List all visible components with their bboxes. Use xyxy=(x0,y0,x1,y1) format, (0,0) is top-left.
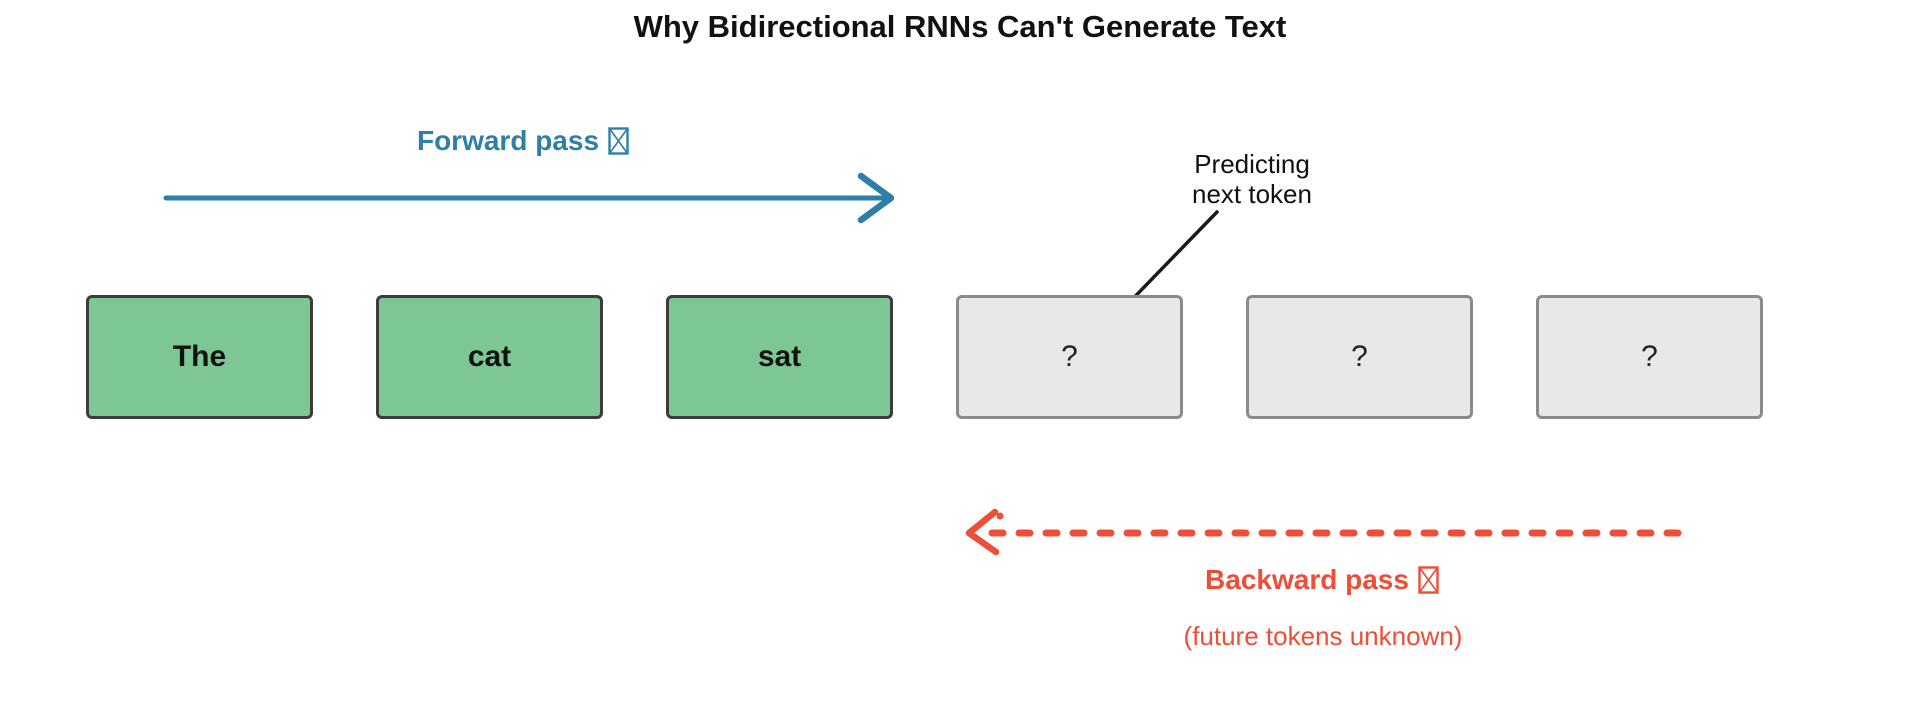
token-label: sat xyxy=(757,340,802,373)
page-title: Why Bidirectional RNNs Can't Generate Te… xyxy=(633,9,1287,44)
backward-arrowhead xyxy=(965,508,1000,556)
token-label: cat xyxy=(467,340,512,373)
backward-pass-label: Backward pass xyxy=(1122,563,1522,597)
forward-arrowhead xyxy=(857,172,895,224)
missing-emoji-glyph-icon xyxy=(1418,566,1439,594)
annotation-line-2: next token xyxy=(1192,179,1312,209)
token-box-the: The xyxy=(86,295,313,419)
token-box-cat: cat xyxy=(376,295,603,419)
forward-pass-arrow xyxy=(163,172,895,224)
token-box-sat: sat xyxy=(666,295,893,419)
annotation-line-1: Predicting xyxy=(1194,149,1310,179)
backward-pass-text: Backward pass xyxy=(1205,564,1409,595)
token-label: ? xyxy=(1351,340,1368,373)
forward-pass-text: Forward pass xyxy=(416,125,600,156)
predicting-next-token-label: Predicting next token xyxy=(1102,149,1402,209)
backward-pass-arrow xyxy=(965,508,1686,556)
backward-arrow-dot xyxy=(996,512,1004,520)
token-label: The xyxy=(172,340,227,373)
forward-pass-label: Forward pass xyxy=(323,124,723,158)
token-box-unknown-3: ? xyxy=(1536,295,1763,419)
future-tokens-note: (future tokens unknown) xyxy=(1183,621,1463,651)
token-box-unknown-1: ? xyxy=(956,295,1183,419)
token-label: ? xyxy=(1641,340,1658,373)
token-box-unknown-2: ? xyxy=(1246,295,1473,419)
token-label: ? xyxy=(1061,340,1078,373)
missing-emoji-glyph-icon xyxy=(608,127,629,155)
